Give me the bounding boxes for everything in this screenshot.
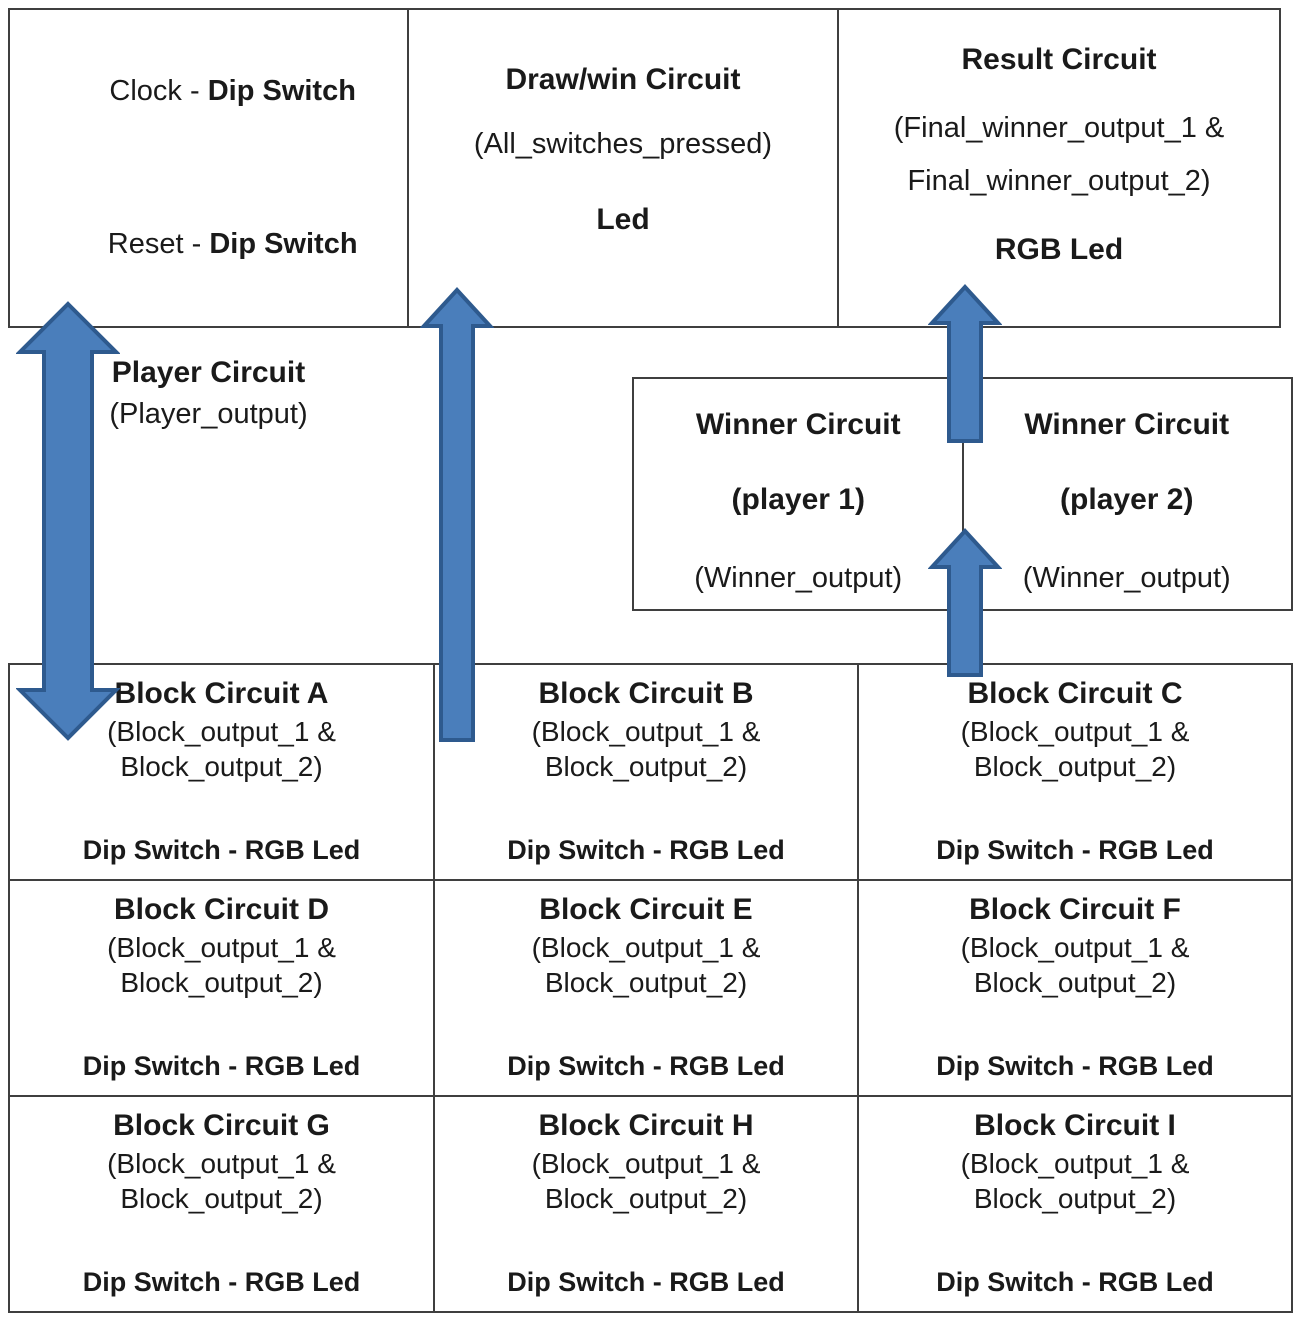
winner1-player: (player 1) bbox=[731, 483, 865, 517]
result-circuit-title: Result Circuit bbox=[961, 43, 1157, 76]
clock-label: Clock - bbox=[109, 75, 208, 108]
winner2-player: (player 2) bbox=[1060, 483, 1194, 517]
block-d-footer: Dip Switch - RGB Led bbox=[82, 1051, 361, 1082]
winner2-title: Winner Circuit bbox=[1024, 408, 1230, 441]
block-b-title: Block Circuit B bbox=[538, 677, 754, 710]
block-h-signal-2: Block_output_2) bbox=[544, 1183, 748, 1215]
block-d-title: Block Circuit D bbox=[113, 893, 330, 926]
block-e-title: Block Circuit E bbox=[539, 893, 753, 926]
block-f-signal-1: (Block_output_1 & bbox=[960, 932, 1190, 964]
block-i-footer: Dip Switch - RGB Led bbox=[936, 1267, 1214, 1298]
block-c-signal-2: Block_output_2) bbox=[973, 751, 1177, 783]
block-h-signal-1: (Block_output_1 & bbox=[531, 1148, 761, 1180]
block-f-title: Block Circuit F bbox=[969, 893, 1181, 926]
block-grid-row-divider-2 bbox=[8, 1095, 1293, 1097]
block-grid-col-divider-2 bbox=[857, 663, 859, 1313]
winner-circuit-player1: Winner Circuit (player 1) (Winner_output… bbox=[634, 379, 963, 609]
draw-win-signal: (All_switches_pressed) bbox=[473, 128, 773, 161]
block-h-title: Block Circuit H bbox=[538, 1109, 754, 1142]
block-b-signal-1: (Block_output_1 & bbox=[531, 716, 761, 748]
block-b-signal-2: Block_output_2) bbox=[544, 751, 748, 783]
block-grid-col-divider-1 bbox=[433, 663, 435, 1313]
draw-win-output-device: Led bbox=[596, 202, 650, 236]
winner-circuit-box: Winner Circuit (player 1) (Winner_output… bbox=[632, 377, 1293, 611]
block-g-footer: Dip Switch - RGB Led bbox=[82, 1267, 361, 1298]
block-d-signal-2: Block_output_2) bbox=[120, 967, 323, 999]
winner2-signal: (Winner_output) bbox=[1022, 561, 1231, 594]
result-output-device: RGB Led bbox=[994, 232, 1124, 266]
block-cell-h: Block Circuit H (Block_output_1 & Block_… bbox=[435, 1097, 857, 1311]
reset-device: Dip Switch bbox=[209, 227, 358, 260]
player-circuit-signal: (Player_output) bbox=[109, 397, 308, 430]
block-cell-c: Block Circuit C (Block_output_1 & Block_… bbox=[859, 665, 1291, 879]
result-signal-line-2: Final_winner_output_2) bbox=[907, 164, 1211, 197]
block-e-signal-1: (Block_output_1 & bbox=[531, 932, 761, 964]
block-i-signal-1: (Block_output_1 & bbox=[960, 1148, 1190, 1180]
winner1-title: Winner Circuit bbox=[695, 408, 901, 441]
block-cell-g: Block Circuit G (Block_output_1 & Block_… bbox=[10, 1097, 433, 1311]
winner-box-divider bbox=[962, 430, 964, 560]
block-cell-e: Block Circuit E (Block_output_1 & Block_… bbox=[435, 881, 857, 1095]
block-cell-a: Block Circuit A (Block_output_1 & Block_… bbox=[10, 665, 433, 879]
block-a-footer: Dip Switch - RGB Led bbox=[82, 835, 361, 866]
block-f-signal-2: Block_output_2) bbox=[973, 967, 1177, 999]
block-a-signal-2: Block_output_2) bbox=[120, 751, 323, 783]
clock-device: Dip Switch bbox=[207, 75, 356, 108]
block-g-signal-2: Block_output_2) bbox=[120, 1183, 323, 1215]
block-cell-d: Block Circuit D (Block_output_1 & Block_… bbox=[10, 881, 433, 1095]
block-h-footer: Dip Switch - RGB Led bbox=[507, 1267, 785, 1298]
block-c-footer: Dip Switch - RGB Led bbox=[936, 835, 1214, 866]
draw-win-box: Draw/win Circuit (All_switches_pressed) … bbox=[408, 8, 838, 328]
block-cell-b: Block Circuit B (Block_output_1 & Block_… bbox=[435, 665, 857, 879]
block-grid-row-divider-1 bbox=[8, 879, 1293, 881]
block-f-footer: Dip Switch - RGB Led bbox=[936, 1051, 1214, 1082]
draw-win-title: Draw/win Circuit bbox=[505, 63, 741, 96]
block-c-signal-1: (Block_output_1 & bbox=[960, 716, 1190, 748]
block-e-footer: Dip Switch - RGB Led bbox=[507, 1051, 785, 1082]
block-cell-i: Block Circuit I (Block_output_1 & Block_… bbox=[859, 1097, 1291, 1311]
reset-label: Reset - bbox=[107, 227, 210, 260]
block-i-title: Block Circuit I bbox=[974, 1109, 1176, 1142]
block-d-signal-1: (Block_output_1 & bbox=[107, 932, 336, 964]
control-player-box: Clock - Dip Switch Reset - Dip Switch Pl… bbox=[8, 8, 408, 430]
result-box: Result Circuit (Final_winner_output_1 & … bbox=[838, 8, 1281, 328]
block-e-signal-2: Block_output_2) bbox=[544, 967, 748, 999]
result-signal-line-1: (Final_winner_output_1 & bbox=[893, 112, 1225, 145]
block-i-signal-2: Block_output_2) bbox=[973, 1183, 1177, 1215]
clock-row: Clock - Dip Switch bbox=[61, 40, 356, 143]
block-cell-f: Block Circuit F (Block_output_1 & Block_… bbox=[859, 881, 1291, 1095]
block-a-signal-1: (Block_output_1 & bbox=[107, 716, 336, 748]
player-circuit-title: Player Circuit bbox=[111, 356, 306, 390]
winner-circuit-player2: Winner Circuit (player 2) (Winner_output… bbox=[963, 379, 1292, 609]
block-g-title: Block Circuit G bbox=[113, 1109, 330, 1142]
block-g-signal-1: (Block_output_1 & bbox=[107, 1148, 336, 1180]
block-c-title: Block Circuit C bbox=[967, 677, 1183, 710]
winner1-signal: (Winner_output) bbox=[694, 561, 903, 594]
block-a-title: Block Circuit A bbox=[114, 677, 329, 710]
block-circuit-grid bbox=[8, 663, 1293, 1313]
reset-row: Reset - Dip Switch bbox=[59, 193, 358, 296]
block-b-footer: Dip Switch - RGB Led bbox=[507, 835, 785, 866]
